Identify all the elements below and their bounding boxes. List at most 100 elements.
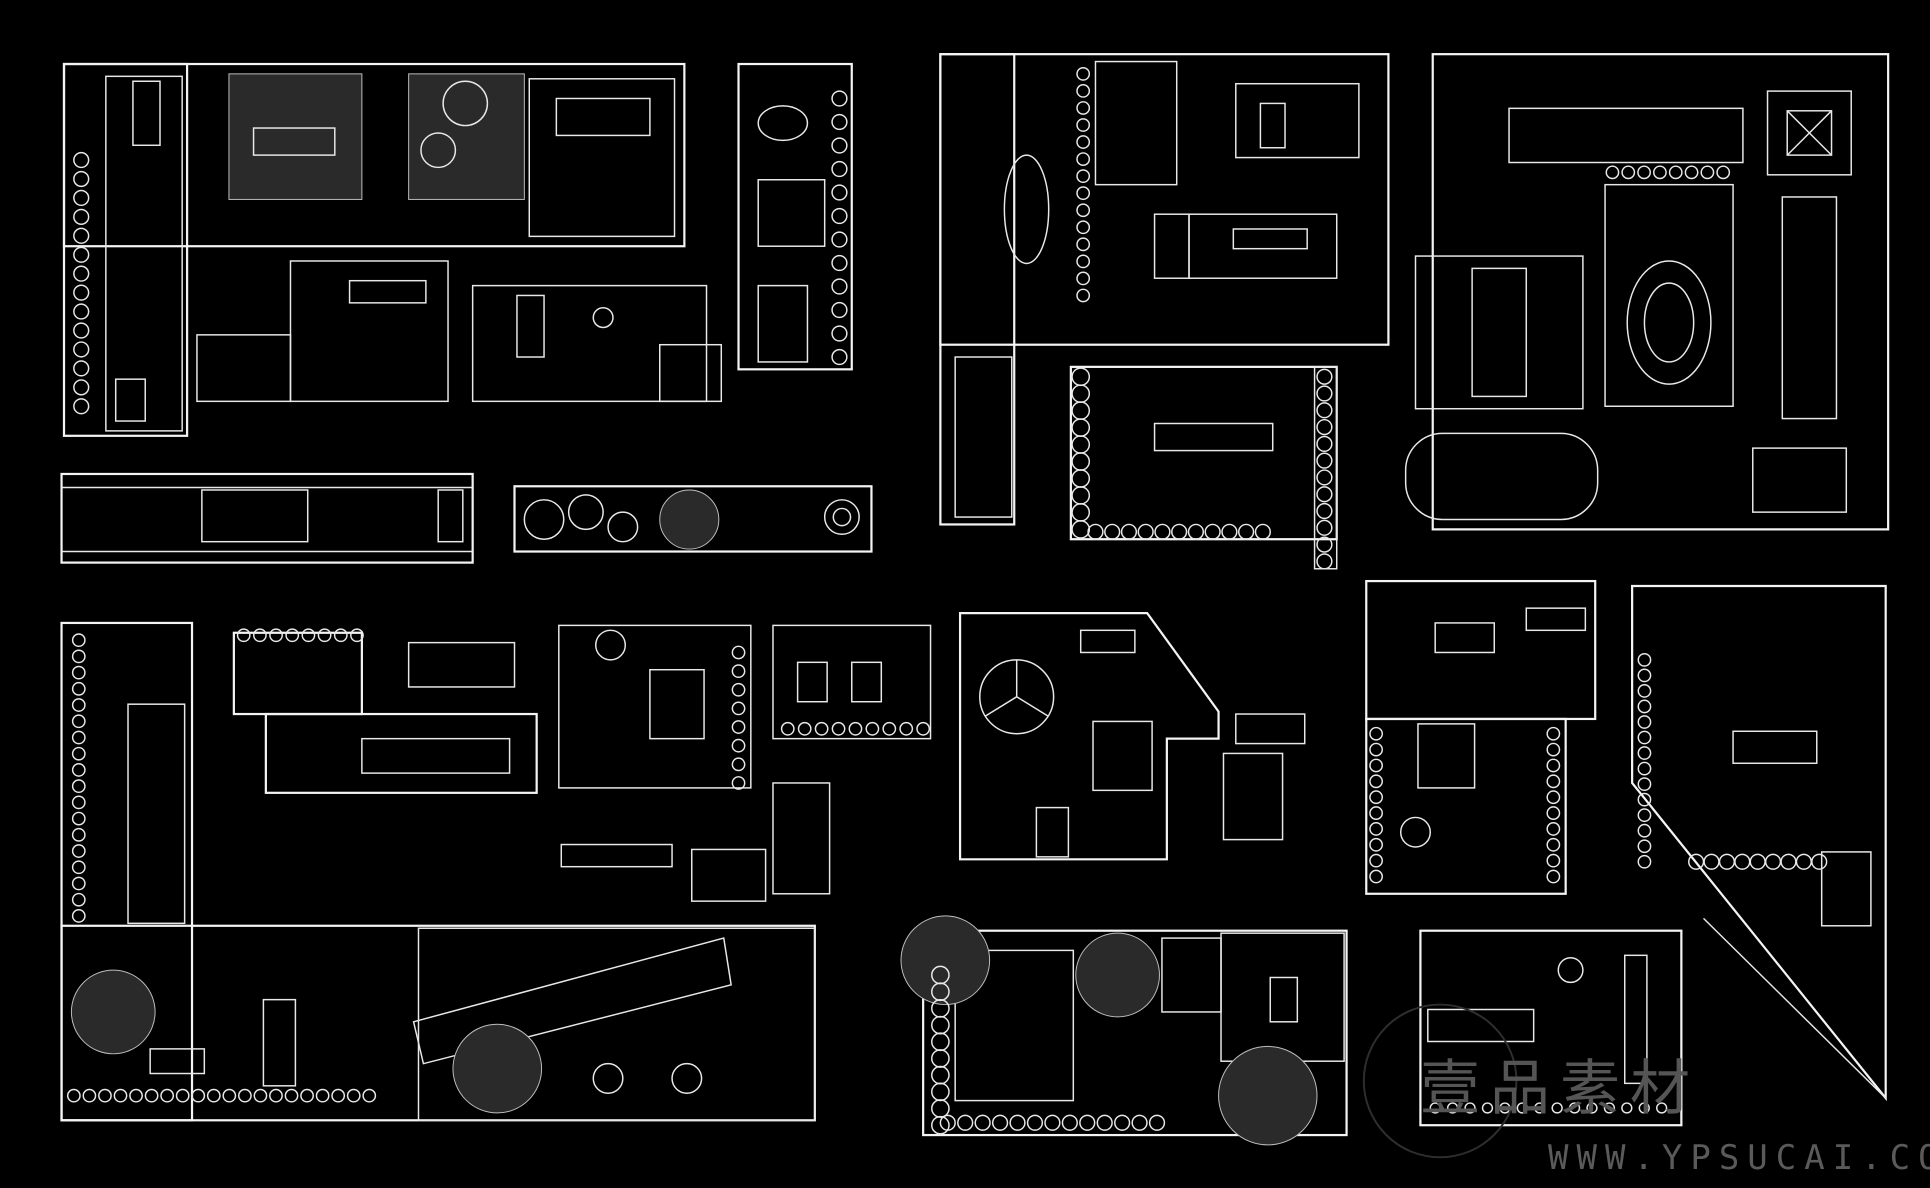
shrub-circle [1621, 165, 1636, 180]
bar-counter [361, 737, 511, 774]
shrub-circle [991, 1114, 1009, 1131]
villa-plan-2 [1365, 579, 1597, 895]
shrub-circle [1131, 1114, 1148, 1131]
angled-deck [412, 937, 732, 1065]
villa-plan-1 [939, 53, 1390, 526]
shrub-circle [1734, 853, 1751, 870]
shrub-circle [71, 633, 86, 648]
lounge-chair [114, 378, 146, 422]
watermark-logo-text: 壹品素材 [1420, 1054, 1700, 1124]
wheel-planter [607, 511, 639, 543]
shrub-circle [780, 721, 795, 736]
shrub-circle [350, 628, 364, 643]
shrub-circle [144, 1088, 159, 1103]
shrub-circle [346, 1088, 361, 1103]
shrub-circle [731, 682, 746, 697]
shrub-circle [831, 113, 848, 131]
koi-pond [1404, 432, 1599, 521]
shrub-circle [1148, 1114, 1166, 1131]
shrub-circle [73, 227, 90, 244]
counter [1153, 213, 1190, 279]
shrub-circle [916, 721, 931, 736]
shrub-circle [1568, 1102, 1581, 1114]
pond-inner [1643, 282, 1695, 363]
dining-set [1752, 447, 1848, 513]
garden-room [289, 260, 449, 403]
shrub-circle [939, 1114, 956, 1131]
wheel-planter [523, 499, 565, 540]
shrub-circle [957, 1114, 974, 1131]
shrub-circle [1154, 523, 1171, 540]
shrub-circle [253, 1088, 268, 1103]
garden-plan-4 [232, 624, 932, 902]
shrub-circle [1546, 837, 1561, 852]
shrub-circle [71, 698, 86, 712]
living-room [1220, 932, 1345, 1062]
gravel-courtyard [228, 73, 363, 200]
tree-canopy [70, 969, 156, 1055]
shrub-circle [73, 341, 90, 358]
shrub-circle [1026, 1114, 1044, 1131]
watermark-logo [1362, 1003, 1518, 1159]
shrub-circle [73, 322, 90, 339]
stairs [954, 356, 1013, 518]
shrub-circle [1637, 839, 1652, 854]
shrub-circle [1795, 853, 1812, 870]
shrub-circle [71, 827, 86, 842]
shrub-circle [1637, 746, 1652, 760]
dining-table [252, 127, 336, 156]
shrub-circle [252, 628, 267, 643]
shrub-circle [1656, 1102, 1668, 1114]
shrub-circle [731, 645, 746, 660]
table [516, 294, 545, 358]
shrub-circle [1621, 1102, 1633, 1114]
shrub-circle [1137, 523, 1154, 540]
shrub-circle [1481, 1102, 1494, 1114]
shrub-circle [206, 1088, 221, 1103]
shrub-circle [974, 1114, 991, 1131]
pool [555, 97, 651, 137]
site-boundary [1419, 929, 1683, 1127]
planter-frame [232, 631, 363, 716]
shrub-circle [1071, 469, 1091, 488]
tree-canopy [900, 915, 991, 1006]
shrub-circle [1637, 854, 1652, 869]
shrub-circle [831, 137, 848, 154]
table [1269, 976, 1299, 1023]
shrub-circle [1316, 402, 1333, 419]
sofa [149, 1048, 206, 1075]
tree-canopy [452, 1023, 543, 1114]
shrub-circle [1369, 822, 1384, 836]
tree-rows [66, 66, 1828, 1135]
shrub-circle [1076, 101, 1091, 115]
shrub-circle [1546, 853, 1561, 868]
strip-boundary [60, 472, 474, 564]
shrub-circle [865, 721, 880, 736]
round-table [592, 1062, 624, 1094]
shrub-circle [1749, 853, 1766, 870]
dining-set [757, 179, 826, 247]
desk [1434, 622, 1496, 654]
shrub-circle [1780, 853, 1797, 870]
shrub-circle [1464, 1102, 1476, 1114]
shrub-circle [1637, 684, 1652, 698]
shrub-circle [71, 779, 86, 794]
shrub-circle [73, 265, 90, 282]
shrub-circle [1076, 66, 1091, 81]
shrub-circle [931, 1065, 950, 1085]
dining-table [262, 998, 297, 1087]
shrub-circle [82, 1088, 97, 1103]
garden-plan-1 [62, 62, 723, 437]
courtyard-boundary [1069, 365, 1338, 541]
diagonal-edge [1703, 917, 1887, 1099]
shrub-circle [1684, 165, 1699, 180]
shrub-circle [1369, 806, 1384, 820]
shrub-circle [1605, 165, 1620, 180]
garden-strip-2 [513, 485, 873, 553]
shrub-circle [1120, 523, 1138, 540]
living-room [1235, 82, 1360, 159]
lounge-area [954, 949, 1075, 1102]
shrub-circle [1369, 790, 1384, 805]
roof-line [1786, 110, 1833, 156]
upper-terrace [1365, 579, 1597, 721]
